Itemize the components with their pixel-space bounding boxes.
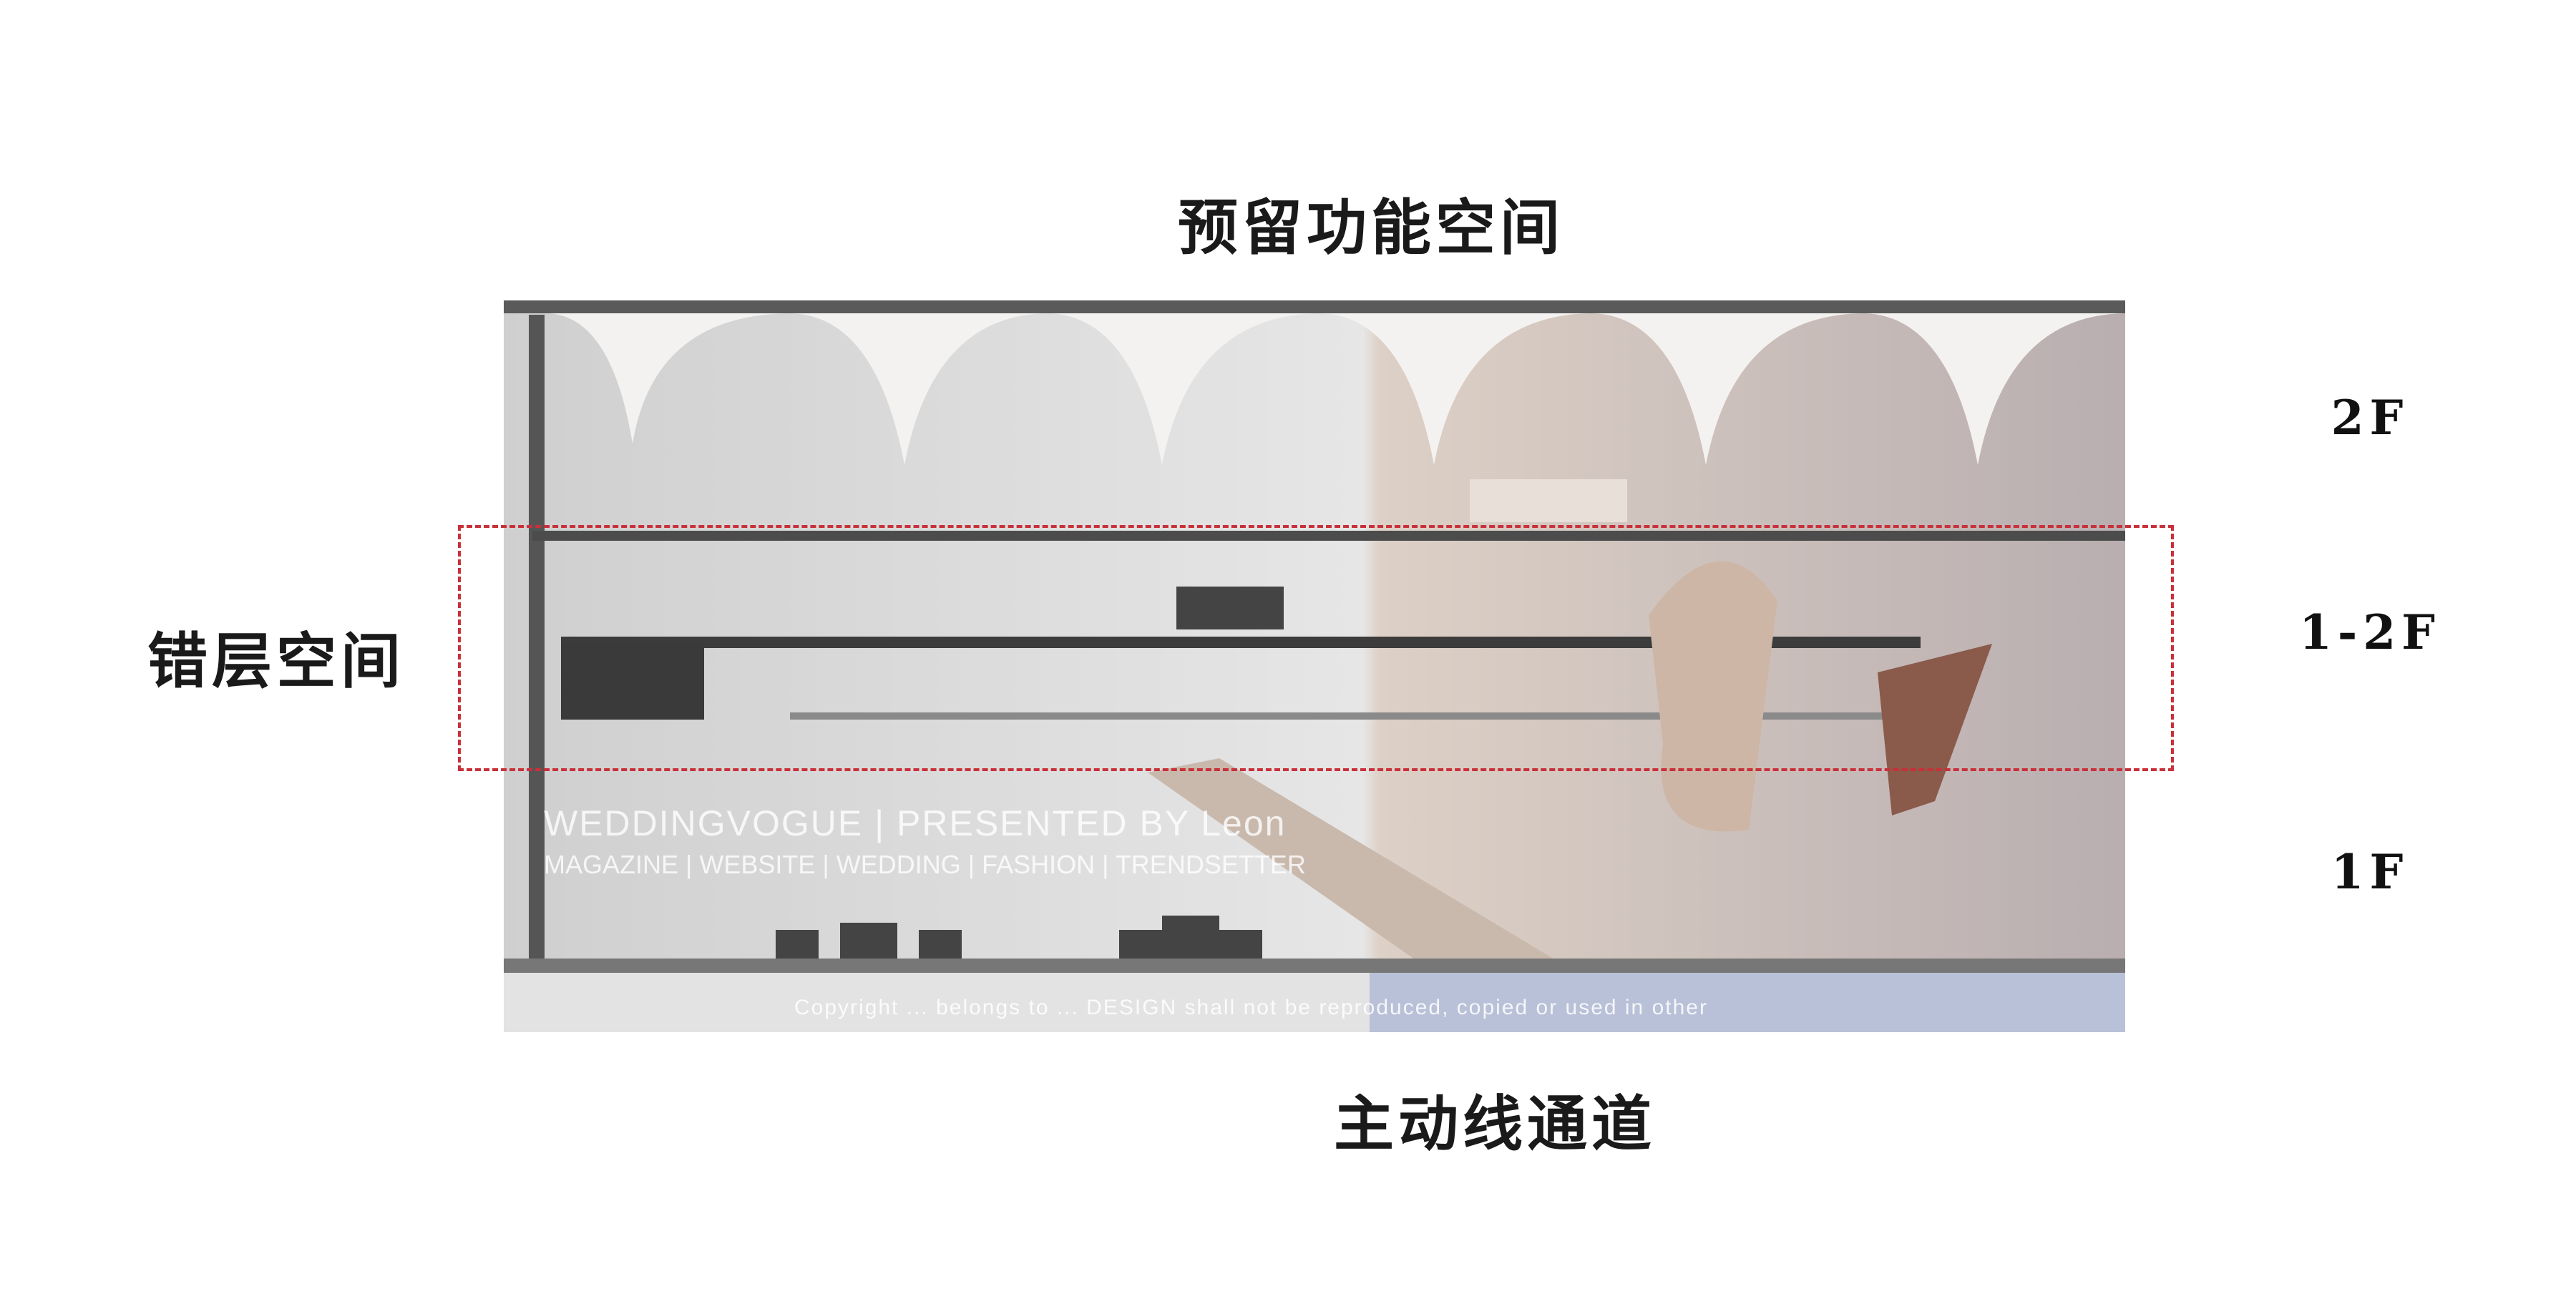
reserved-function-space-label: 预留功能空间 bbox=[1177, 192, 1565, 263]
floor-2-slab bbox=[532, 531, 2125, 541]
split-level-highlight-box bbox=[458, 525, 2174, 771]
ground-strip-left bbox=[504, 973, 1370, 1032]
furniture bbox=[776, 479, 1627, 959]
floor-label-1f: 1F bbox=[2331, 844, 2409, 900]
floor-label-2f: 2F bbox=[2331, 390, 2409, 446]
stair bbox=[1148, 758, 1577, 973]
watermark-line1: WEDDINGVOGUE | PRESENTED BY Leon bbox=[544, 803, 1287, 843]
section-background bbox=[504, 300, 2125, 1032]
ground-floor-slab bbox=[504, 959, 2125, 973]
ground-strip-right bbox=[1370, 973, 2125, 1032]
floor-label-1-2f: 1-2F bbox=[2298, 604, 2441, 660]
mezzanine-block bbox=[561, 641, 704, 720]
mezzanine-slab bbox=[561, 637, 1921, 648]
split-level-space-label: 错层空间 bbox=[147, 625, 406, 697]
spiral-stair bbox=[1649, 561, 1777, 832]
arch-row bbox=[547, 313, 2125, 465]
watermark-copyright: Copyright ... belongs to ... DESIGN shal… bbox=[794, 996, 1708, 1019]
lower-slab bbox=[790, 712, 1935, 720]
roof-slab bbox=[504, 300, 2125, 313]
left-wall bbox=[529, 315, 545, 966]
main-circulation-label: 主动线通道 bbox=[1333, 1088, 1657, 1160]
rust-sculpture bbox=[1878, 644, 1992, 815]
watermark-line2: MAGAZINE | WEBSITE | WEDDING | FASHION |… bbox=[544, 850, 1306, 879]
building-section-rendering bbox=[504, 300, 2125, 1032]
